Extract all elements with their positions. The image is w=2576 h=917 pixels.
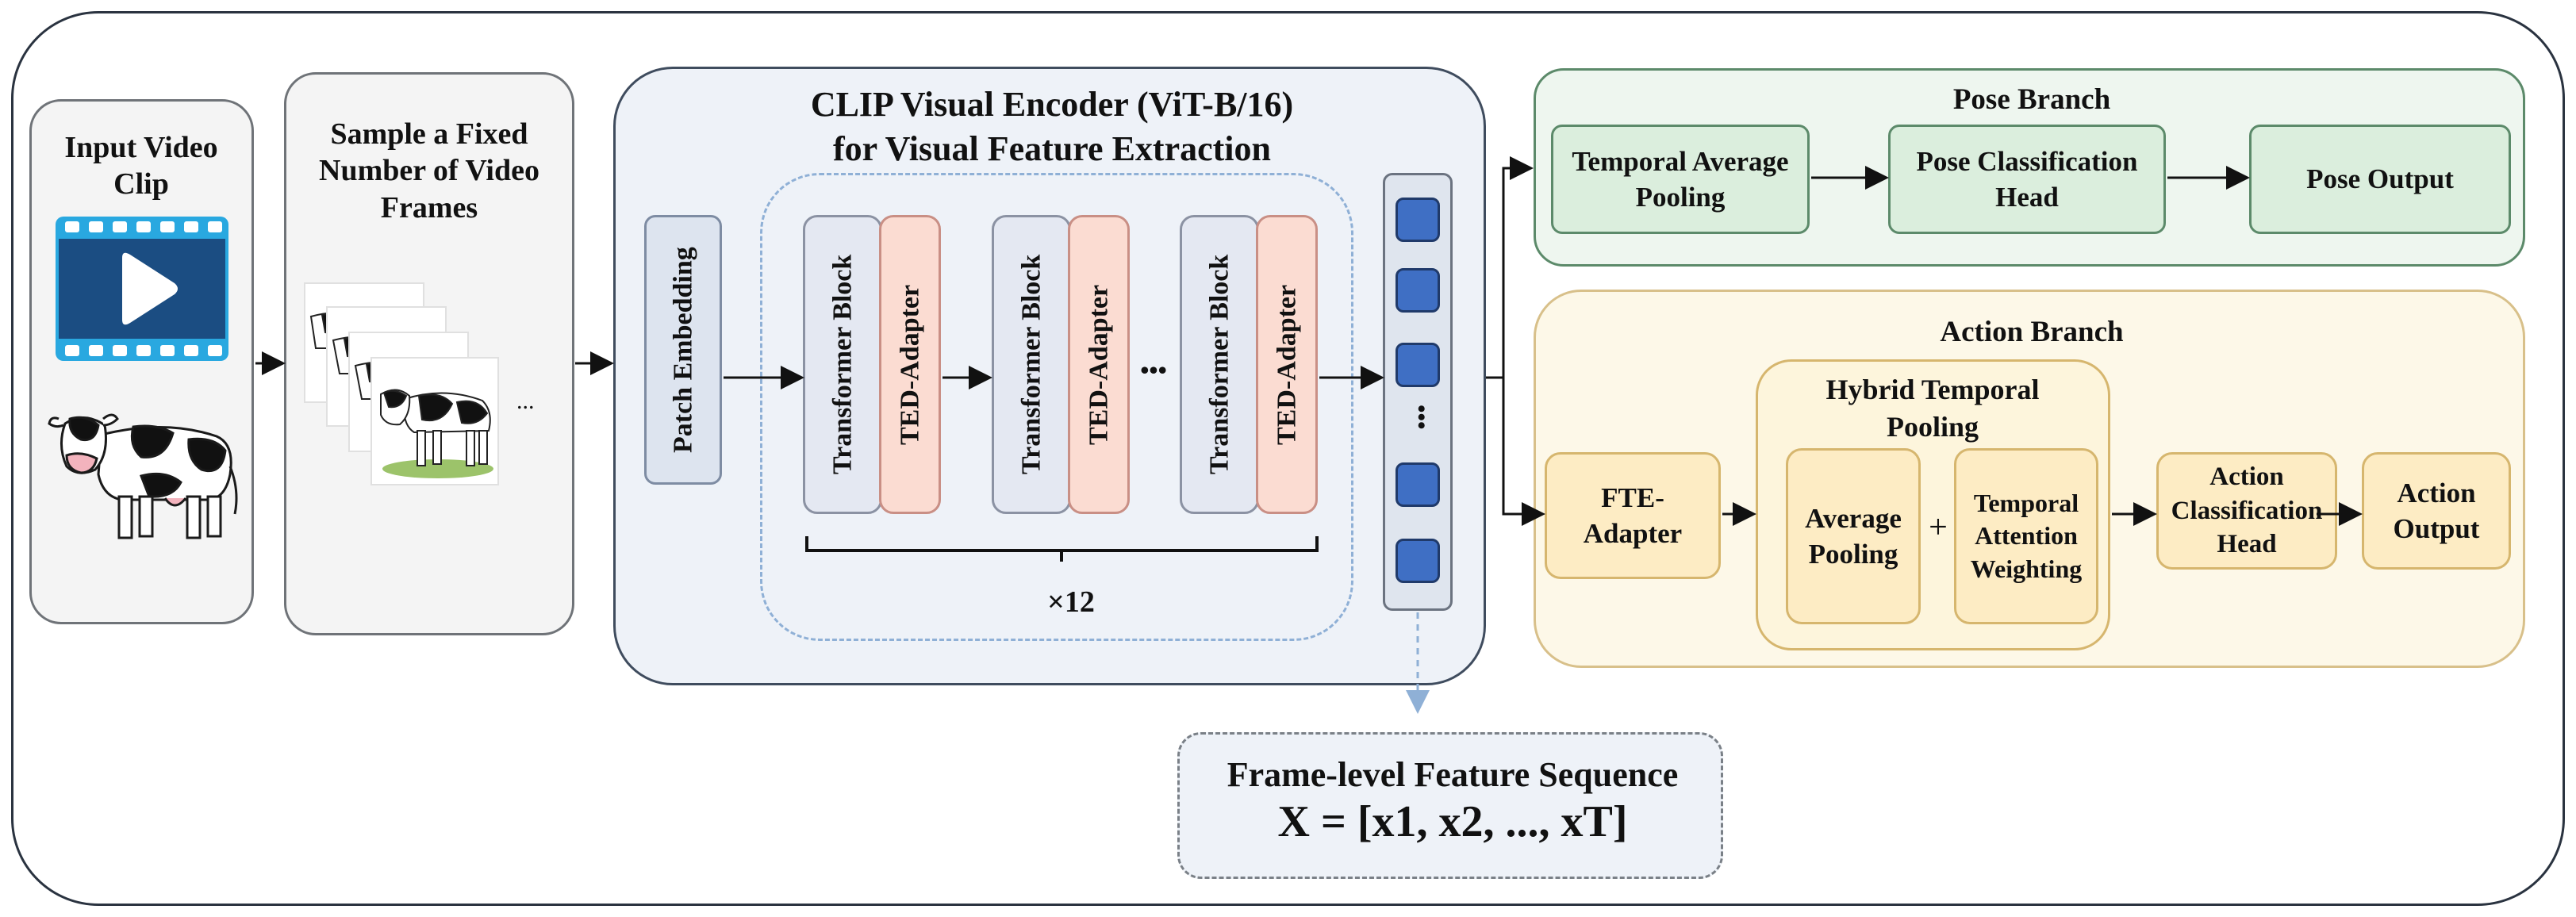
input-video-title: Input Video Clip <box>64 131 218 201</box>
video-play-icon <box>56 217 228 361</box>
action-classification-head-box: Action Classification Head <box>2156 452 2337 570</box>
transformer-stack-region <box>760 173 1353 641</box>
feature-sequence-box: Frame-level Feature Sequence X = [x1, x2… <box>1177 732 1723 879</box>
feature-token-2 <box>1395 268 1440 313</box>
token-ellipsis: ••• <box>1408 405 1434 430</box>
token-column <box>1383 173 1453 611</box>
feature-token-5 <box>1395 539 1440 583</box>
frames-ellipsis: ... <box>516 388 535 414</box>
plus-sign: + <box>1929 509 1948 546</box>
pose-branch-title: Pose Branch <box>1952 83 2111 116</box>
feature-token-1 <box>1395 198 1440 242</box>
average-pooling-box: Average Pooling <box>1786 448 1921 624</box>
action-output-box: Action Output <box>2362 452 2511 570</box>
diagram-frame <box>11 11 2565 906</box>
pose-classification-head-box: Pose Classification Head <box>1888 125 2166 234</box>
encoder-title-line1: CLIP Visual Encoder (ViT-B/16) <box>810 85 1294 124</box>
sample-frames-title: Sample a Fixed Number of Video Frames <box>319 117 539 224</box>
input-video-panel: Input Video Clip <box>29 99 254 624</box>
arrow-to-action-branch <box>1502 378 1545 526</box>
fte-adapter-box: FTE-Adapter <box>1545 452 1721 579</box>
arrow-to-pose-branch <box>1486 156 1534 379</box>
pose-output-box: Pose Output <box>2249 125 2511 234</box>
repeat-count-label: ×12 <box>1047 585 1095 619</box>
feature-sequence-title: Frame-level Feature Sequence <box>1227 755 1679 794</box>
repeat-bracket <box>805 536 1319 562</box>
feature-token-3 <box>1395 343 1440 387</box>
action-branch-title: Action Branch <box>1940 316 2124 348</box>
temporal-attention-weighting-box: Temporal Attention Weighting <box>1954 448 2098 624</box>
encoder-title-line2: for Visual Feature Extraction <box>833 129 1271 168</box>
cow-illustration <box>48 413 238 539</box>
feature-sequence-formula: X = [x1, x2, ..., xT] <box>1277 797 1628 846</box>
feature-token-4 <box>1395 462 1440 507</box>
hybrid-pooling-title: Hybrid Temporal Pooling <box>1825 374 2040 443</box>
pose-temporal-pooling-box: Temporal Average Pooling <box>1551 125 1810 234</box>
block-ellipsis: ••• <box>1140 355 1167 384</box>
frame-stack-illustration <box>304 282 499 485</box>
